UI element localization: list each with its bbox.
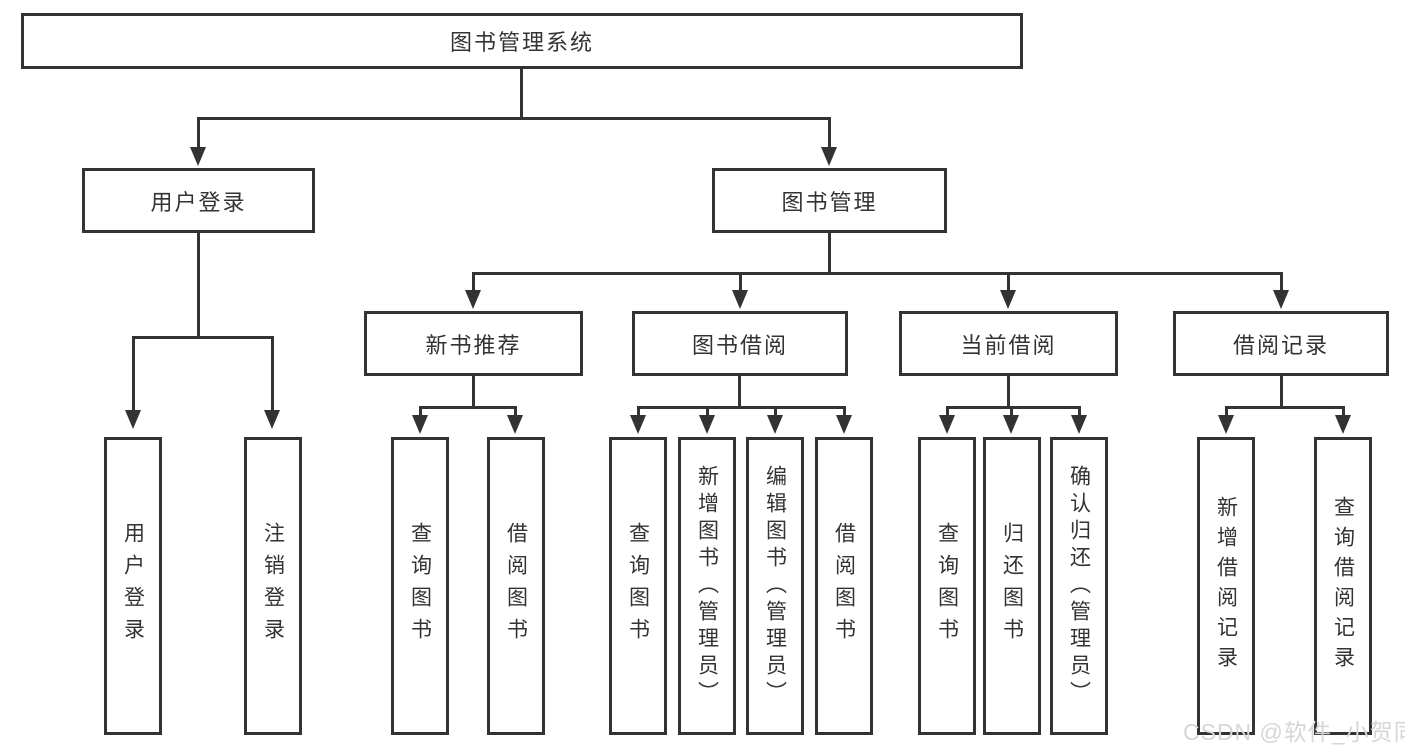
node-current-borrow: 当前借阅 — [899, 311, 1118, 376]
leaf-label: 查询借阅记录 — [1331, 496, 1355, 676]
connector-line — [132, 336, 135, 412]
arrow-down-icon — [732, 290, 748, 309]
arrow-down-icon — [939, 415, 955, 434]
arrow-down-icon — [767, 415, 783, 434]
leaf-label: 新增图书（管理员） — [695, 464, 719, 708]
connector-line — [637, 406, 845, 409]
node-label: 用户登录 — [150, 189, 247, 215]
leaf-label: 编辑图书（管理员） — [763, 464, 787, 708]
connector-line — [520, 68, 523, 117]
connector-line — [1010, 406, 1013, 417]
leaf-borrow-books-recommend: 借阅图书 — [487, 437, 545, 735]
connector-line — [637, 406, 640, 417]
node-label: 新书推荐 — [425, 332, 522, 358]
leaf-return-book: 归还图书 — [983, 437, 1041, 735]
arrow-down-icon — [507, 415, 523, 434]
leaf-label: 借阅图书 — [832, 522, 856, 650]
leaf-edit-book-admin: 编辑图书（管理员） — [746, 437, 804, 735]
connector-line — [774, 406, 777, 417]
connector-line — [738, 376, 741, 406]
connector-line — [419, 406, 422, 417]
connector-line — [197, 233, 200, 336]
arrow-down-icon — [630, 415, 646, 434]
connector-line — [828, 233, 831, 272]
node-root-library-system: 图书管理系统 — [21, 13, 1023, 69]
connector-line — [472, 272, 1282, 275]
node-label: 图书管理系统 — [449, 30, 594, 55]
connector-line — [739, 272, 742, 292]
leaf-borrow-books-2: 借阅图书 — [815, 437, 873, 735]
connector-line — [419, 406, 516, 409]
connector-line — [472, 376, 475, 406]
leaf-query-books-current: 查询图书 — [918, 437, 976, 735]
connector-line — [1225, 406, 1228, 417]
connector-line — [472, 272, 475, 292]
leaf-label: 查询图书 — [935, 522, 959, 650]
arrow-down-icon — [1071, 415, 1087, 434]
connector-line — [946, 406, 1080, 409]
arrow-down-icon — [190, 147, 206, 166]
leaf-query-books-recommend: 查询图书 — [391, 437, 449, 735]
arrow-down-icon — [465, 290, 481, 309]
node-new-book-recommend: 新书推荐 — [364, 311, 583, 376]
leaf-label: 用户登录 — [121, 522, 145, 650]
node-user-login: 用户登录 — [82, 168, 315, 233]
arrow-down-icon — [1335, 415, 1351, 434]
leaf-label: 归还图书 — [1000, 522, 1024, 650]
connector-line — [1342, 406, 1345, 417]
connector-line — [1225, 406, 1344, 409]
connector-line — [1280, 376, 1283, 406]
connector-line — [271, 336, 274, 412]
arrow-down-icon — [1003, 415, 1019, 434]
arrow-down-icon — [264, 410, 280, 429]
leaf-query-borrow-record: 查询借阅记录 — [1314, 437, 1372, 735]
node-label: 借阅记录 — [1232, 332, 1329, 358]
leaf-label: 新增借阅记录 — [1214, 496, 1238, 676]
arrow-down-icon — [836, 415, 852, 434]
connector-line — [197, 117, 830, 120]
arrow-down-icon — [821, 147, 837, 166]
connector-line — [1007, 376, 1010, 406]
arrow-down-icon — [699, 415, 715, 434]
leaf-add-borrow-record: 新增借阅记录 — [1197, 437, 1255, 735]
arrow-down-icon — [1000, 290, 1016, 309]
connector-line — [1007, 272, 1010, 292]
node-book-borrow: 图书借阅 — [632, 311, 848, 376]
arrow-down-icon — [412, 415, 428, 434]
connector-line — [946, 406, 949, 417]
leaf-label: 确认归还（管理员） — [1067, 464, 1091, 708]
connector-line — [514, 406, 517, 417]
node-borrow-records: 借阅记录 — [1173, 311, 1389, 376]
leaf-label: 查询图书 — [626, 522, 650, 650]
leaf-user-login: 用户登录 — [104, 437, 162, 735]
arrow-down-icon — [1218, 415, 1234, 434]
node-label: 当前借阅 — [960, 332, 1057, 358]
node-label: 图书管理 — [781, 189, 878, 215]
connector-line — [843, 406, 846, 417]
connector-line — [1078, 406, 1081, 417]
arrow-down-icon — [125, 410, 141, 429]
connector-line — [1280, 272, 1283, 292]
leaf-confirm-return-admin: 确认归还（管理员） — [1050, 437, 1108, 735]
leaf-query-books-borrow: 查询图书 — [609, 437, 667, 735]
leaf-label: 借阅图书 — [504, 522, 528, 650]
csdn-watermark: CSDN @软件_小贺同学 — [1183, 719, 1405, 745]
leaf-logout: 注销登录 — [244, 437, 302, 735]
leaf-label: 查询图书 — [408, 522, 432, 650]
leaf-add-book-admin: 新增图书（管理员） — [678, 437, 736, 735]
connector-line — [197, 117, 200, 150]
arrow-down-icon — [1273, 290, 1289, 309]
connector-line — [132, 336, 274, 339]
connector-line — [828, 117, 831, 150]
node-label: 图书借阅 — [691, 332, 788, 358]
leaf-label: 注销登录 — [261, 522, 285, 650]
node-book-management: 图书管理 — [712, 168, 947, 233]
connector-line — [706, 406, 709, 417]
